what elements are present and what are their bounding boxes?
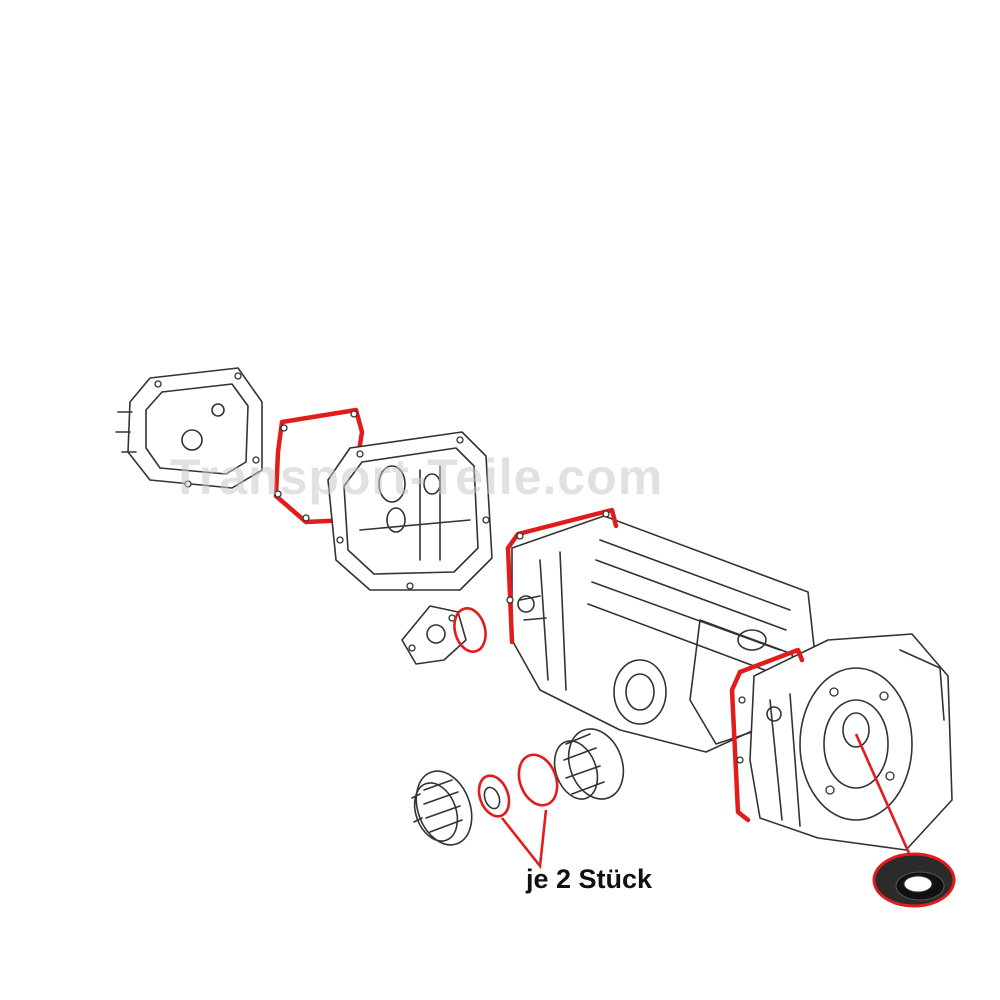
shift-flange <box>401 605 467 665</box>
needle-bearing <box>553 728 625 800</box>
intermediate-plate <box>327 431 493 591</box>
main-housing <box>511 515 821 753</box>
callout-lines <box>500 809 548 870</box>
o-ring <box>517 753 559 807</box>
synchro-assembly <box>411 770 473 846</box>
bell-housing <box>749 633 953 851</box>
end-cover <box>115 367 263 489</box>
quantity-callout-label: je 2 Stück <box>526 864 653 894</box>
end-cover-gasket <box>273 407 365 525</box>
radial-shaft-seal <box>854 733 956 908</box>
main-housing-gasket <box>505 507 619 645</box>
flange-o-ring <box>453 607 487 653</box>
bell-housing-gasket <box>729 647 805 823</box>
bearing-seal <box>477 774 511 818</box>
